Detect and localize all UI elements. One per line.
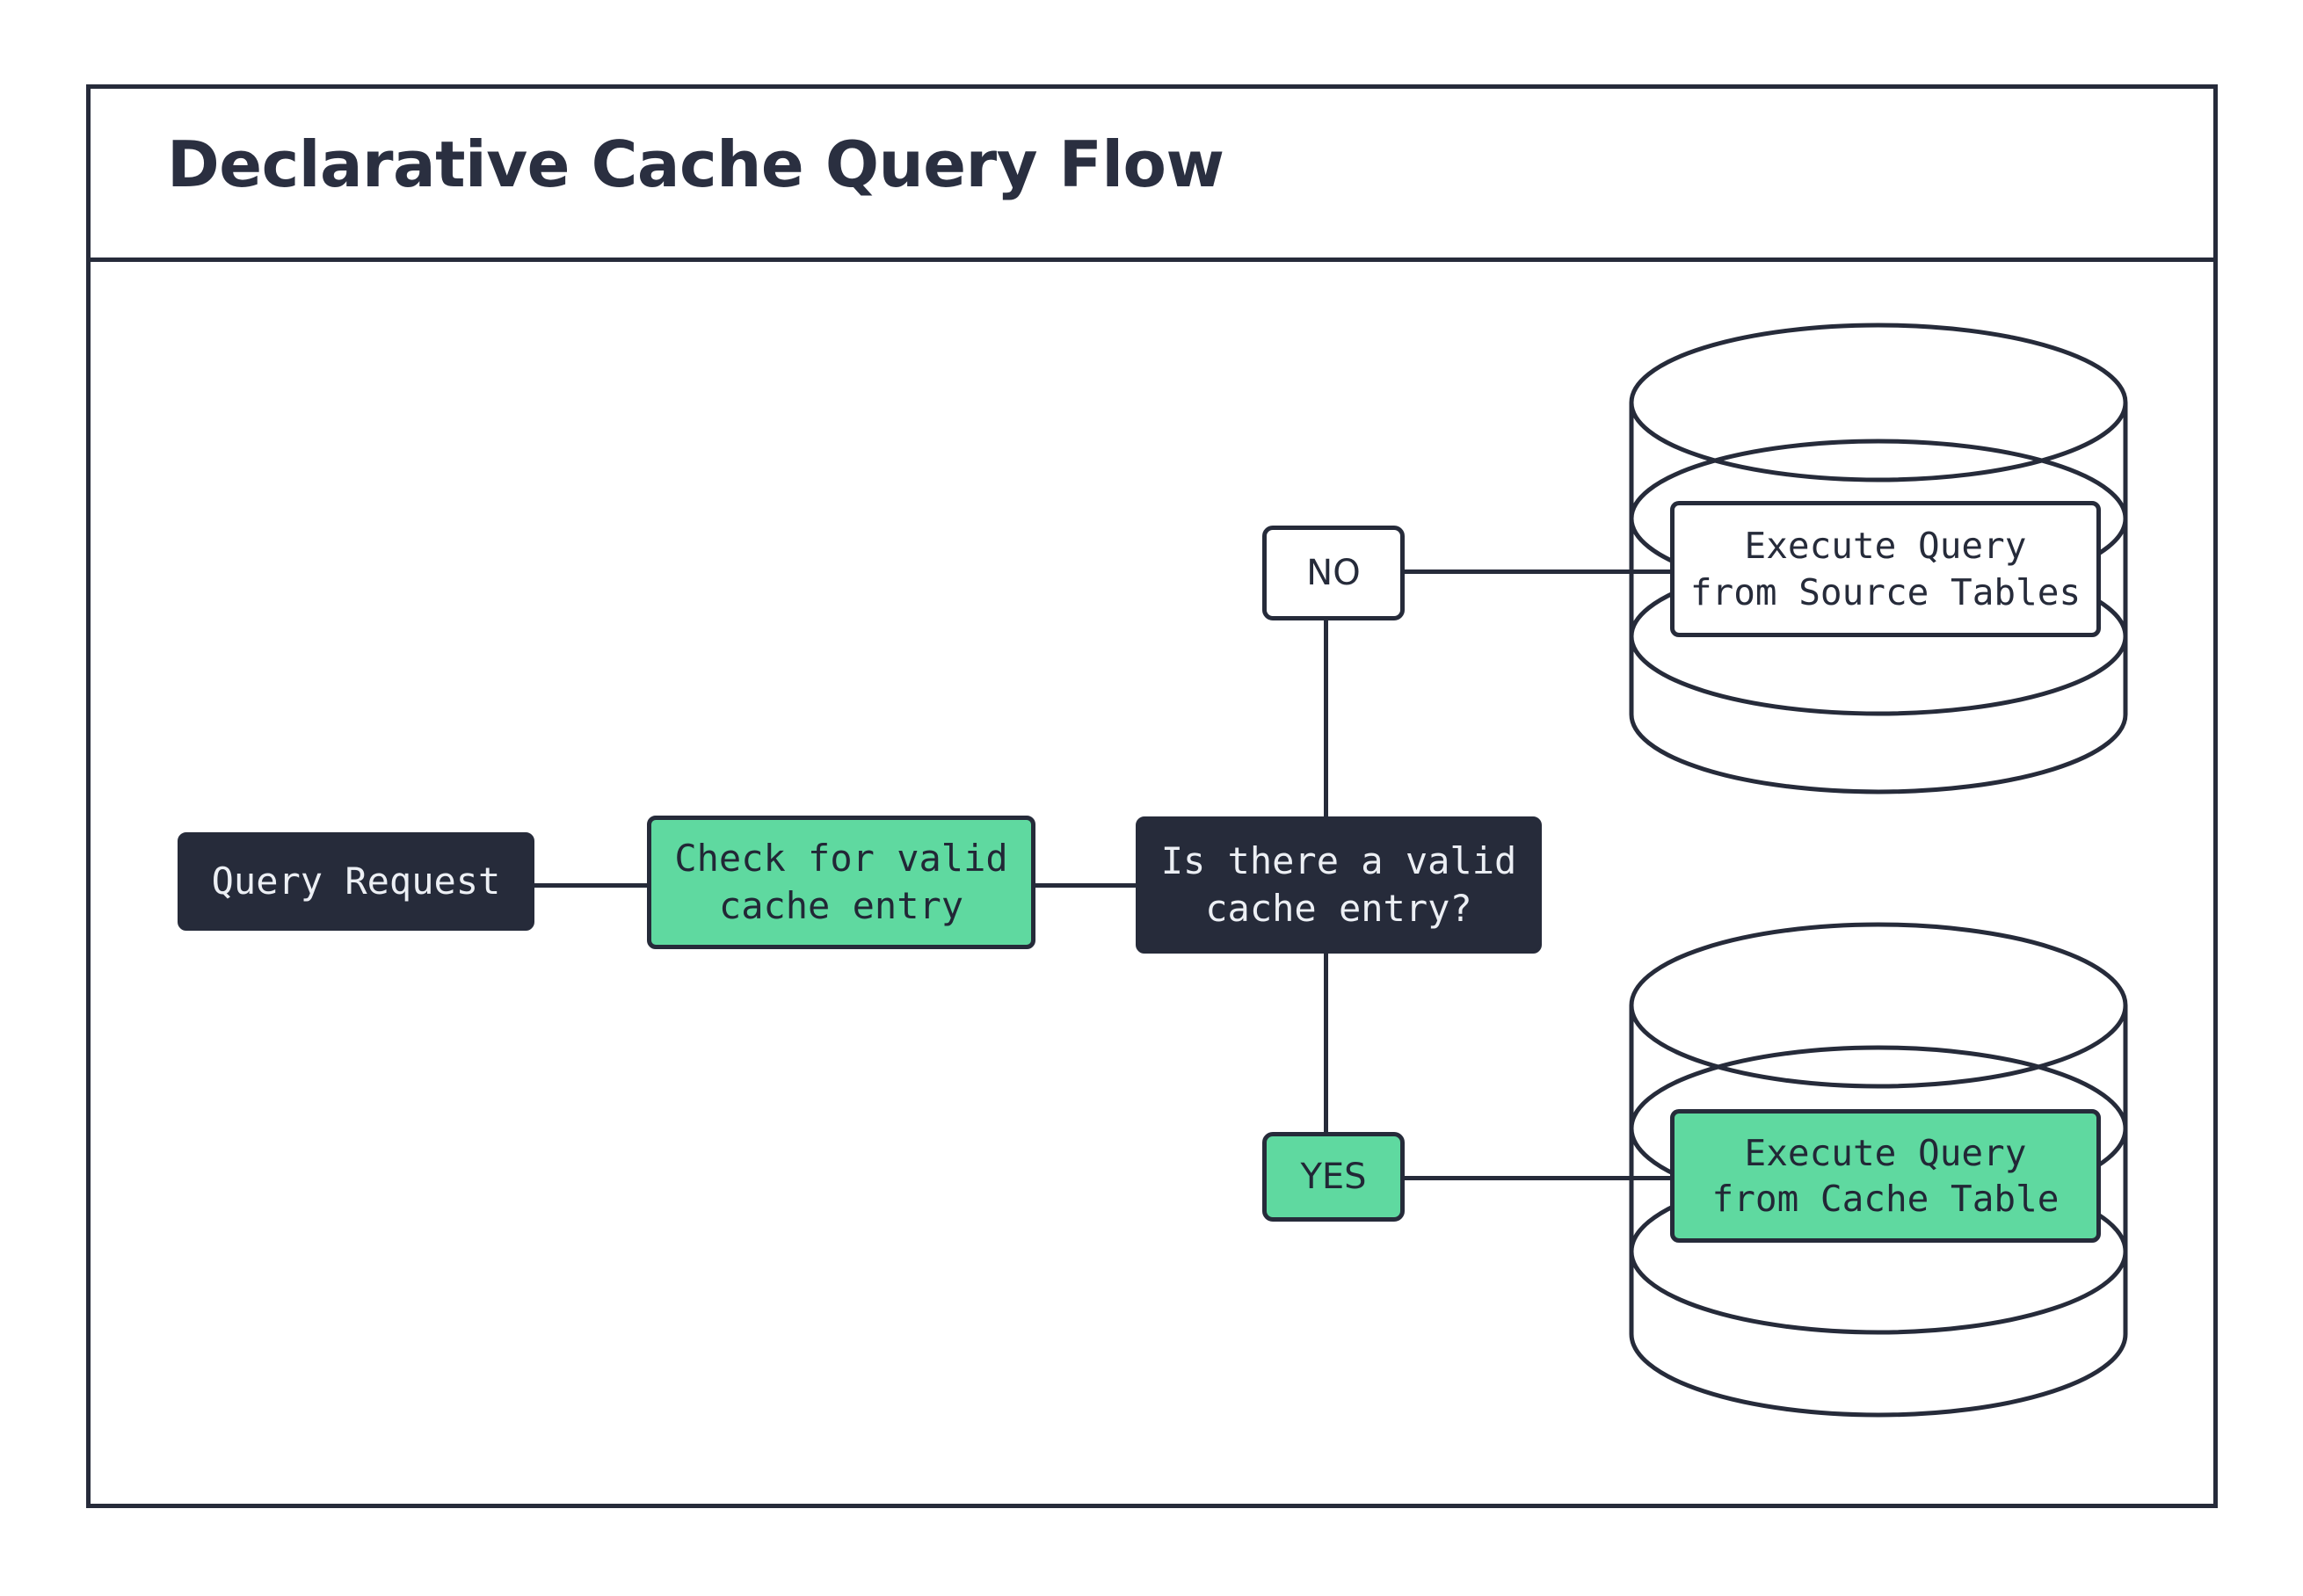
node-query-request[interactable]: Query Request [178,832,534,931]
node-check-cache[interactable]: Check for valid cache entry [647,816,1035,949]
edge-decision-to-yes [1324,951,1328,1146]
edge-no-to-source-db [1399,569,1679,574]
edge-query-to-check [532,883,648,888]
edge-label-yes[interactable]: YES [1262,1132,1405,1222]
node-decision-valid-cache[interactable]: Is there a valid cache entry? [1136,816,1542,954]
cache-db-cylinder [1628,921,2129,1438]
source-tables-label-box[interactable]: Execute Query from Source Tables [1670,501,2101,637]
edge-decision-to-no [1324,615,1328,819]
edge-check-to-decision [1033,883,1138,888]
source-db-cylinder [1628,322,2129,796]
diagram-frame [86,84,2218,1508]
page-title: Declarative Cache Query Flow [167,127,1224,201]
cache-table-label-box[interactable]: Execute Query from Cache Table [1670,1109,2101,1243]
edge-yes-to-cache-db [1399,1176,1679,1180]
edge-label-no[interactable]: NO [1262,526,1405,620]
